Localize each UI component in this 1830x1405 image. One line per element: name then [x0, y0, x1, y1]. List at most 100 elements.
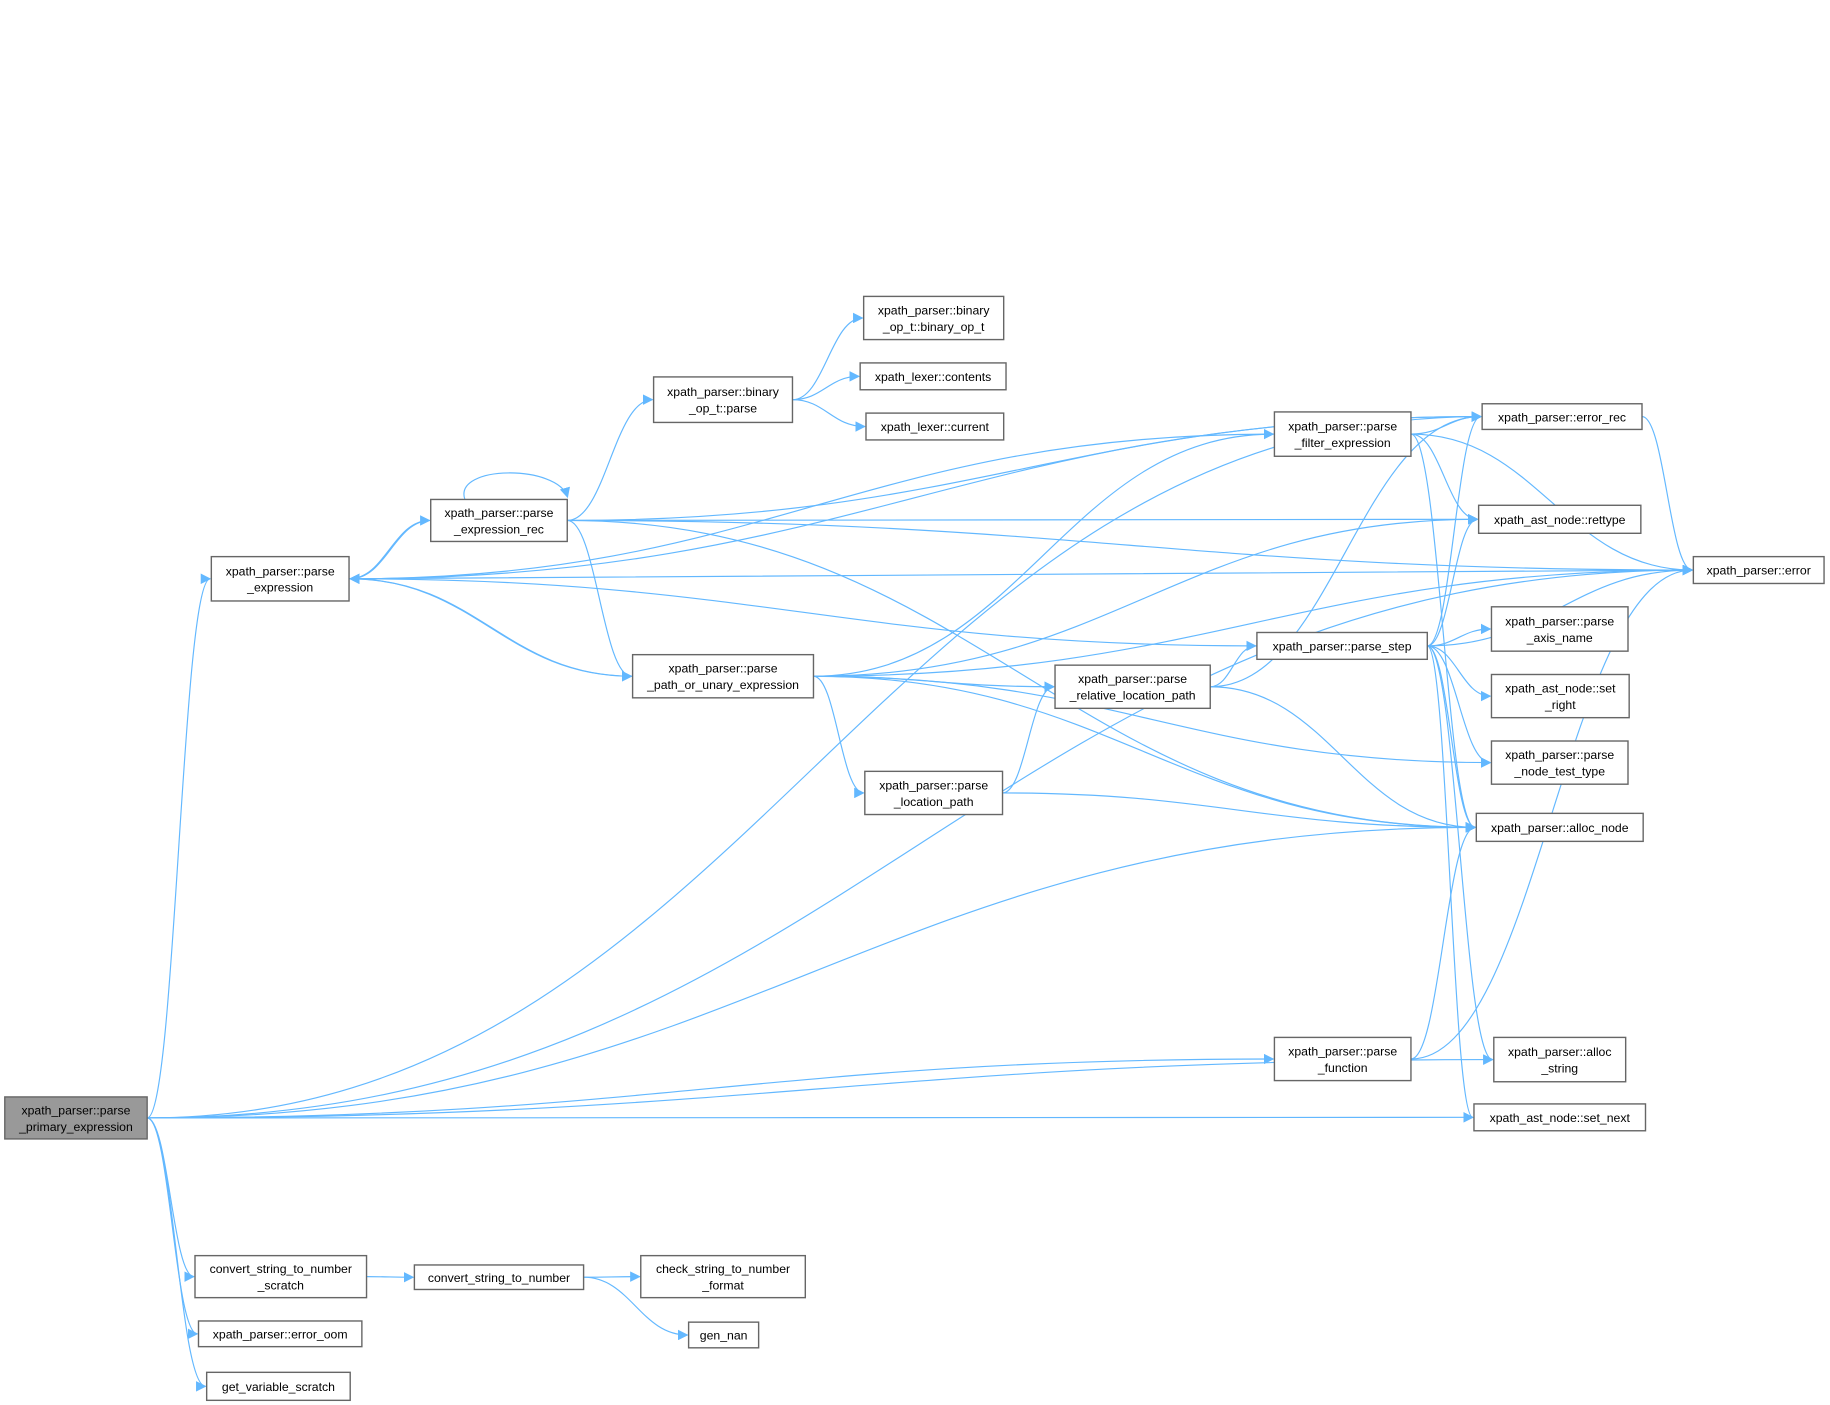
node-label: xpath_parser::alloc_node [1491, 821, 1629, 835]
edge-location_path-to-relative_location_path [1002, 681, 1055, 794]
node-check-format[interactable]: check_string_to_number_format [640, 1254, 807, 1299]
node-box [652, 376, 794, 424]
node-parse-step[interactable]: xpath_parser::parse_step [1256, 631, 1428, 661]
node-box [865, 412, 1005, 441]
edge-relative_location_path-to-parse_step [1210, 640, 1257, 688]
edge-path_or_unary-to-rettype [813, 514, 1479, 677]
node-box [687, 1321, 760, 1349]
edge-parse_expression_rec-to-parse_expression [349, 519, 431, 585]
node-label: _right [1544, 698, 1576, 712]
node-label: xpath_parser::binary [878, 303, 991, 317]
node-label: _relative_location_path [1069, 689, 1196, 703]
edge-primary-to-error_oom [146, 1117, 199, 1339]
node-label: xpath_parser::parse [226, 564, 335, 578]
node-label: _node_test_type [1513, 764, 1605, 778]
node-label: _scratch [257, 1278, 304, 1292]
edge-convert-to-check_format [583, 1271, 641, 1282]
edge-parse_expression_rec-to-parse_expression_rec [463, 472, 570, 500]
edge-parse_step-to-set_next [1426, 645, 1474, 1123]
node-label: xpath_ast_node::rettype [1494, 513, 1626, 527]
edge-path_or_unary-to-filter_expression [813, 428, 1275, 677]
node-alloc-string[interactable]: xpath_parser::alloc_string [1493, 1036, 1627, 1083]
nodes-layer: xpath_parser::parse_primary_expressionxp… [4, 295, 1825, 1402]
node-rettype[interactable]: xpath_ast_node::rettype [1477, 504, 1642, 534]
node-convert-scratch[interactable]: convert_string_to_number_scratch [194, 1254, 368, 1299]
node-box [864, 770, 1004, 816]
node-label: xpath_ast_node::set [1505, 682, 1616, 696]
edge-primary-to-convert_scratch [146, 1117, 195, 1282]
node-error[interactable]: xpath_parser::error [1692, 555, 1825, 585]
node-get-variable-scratch[interactable]: get_variable_scratch [205, 1371, 351, 1402]
node-box [1481, 403, 1643, 431]
node-box [413, 1264, 585, 1291]
node-node-test-type[interactable]: xpath_parser::parse_node_test_type [1490, 740, 1629, 785]
node-parse-expression-rec[interactable]: xpath_parser::parse_expression_rec [430, 498, 568, 543]
node-parse-expression[interactable]: xpath_parser::parse_expression [210, 555, 350, 602]
node-label: _path_or_unary_expression [646, 678, 799, 692]
node-box [1490, 740, 1629, 785]
node-label: xpath_parser::error [1707, 564, 1811, 578]
node-axis-name[interactable]: xpath_parser::parse_axis_name [1490, 606, 1629, 652]
edge-parse_step-to-rettype [1427, 514, 1479, 647]
node-location-path[interactable]: xpath_parser::parse_location_path [864, 770, 1004, 816]
node-binary-op-parse[interactable]: xpath_parser::binary_op_t::parse [652, 376, 794, 424]
node-box [1493, 1036, 1627, 1083]
edge-parse_step-to-parse_expression [349, 573, 1257, 647]
node-box [631, 653, 815, 699]
node-label: xpath_parser::parse [1288, 1045, 1397, 1059]
node-path-or-unary[interactable]: xpath_parser::parse_path_or_unary_expres… [631, 653, 815, 699]
node-box [430, 498, 568, 543]
edge-relative_location_path-to-alloc_node [1210, 686, 1477, 833]
edge-parse_expression_rec-to-rettype [567, 514, 1479, 525]
edge-location_path-to-alloc_node [1002, 792, 1477, 833]
node-box [1273, 411, 1412, 457]
node-gen-nan[interactable]: gen_nan [687, 1321, 760, 1349]
node-parse-function[interactable]: xpath_parser::parse_function [1273, 1036, 1412, 1082]
edge-primary-to-parse_expression [146, 573, 212, 1119]
edge-primary-to-set_next [147, 1112, 1474, 1123]
edge-primary-to-alloc_string [147, 1054, 1494, 1119]
node-binary-op-t[interactable]: xpath_parser::binary_op_t::binary_op_t [862, 295, 1005, 341]
node-label: _op_t::parse [688, 402, 757, 416]
node-box [1692, 555, 1825, 585]
node-alloc-node[interactable]: xpath_parser::alloc_node [1475, 812, 1644, 843]
node-label: _format [701, 1278, 744, 1292]
edge-filter_expression-to-error [1410, 433, 1694, 576]
node-box [1273, 1036, 1412, 1082]
node-label: xpath_parser::alloc [1508, 1045, 1612, 1059]
node-set-right[interactable]: xpath_ast_node::set_right [1490, 673, 1630, 719]
edge-primary-to-error_rec [147, 411, 1483, 1119]
edge-path_or_unary-to-alloc_node [813, 675, 1477, 833]
edge-path_or_unary-to-location_path [813, 675, 865, 799]
node-label: _axis_name [1526, 631, 1593, 645]
edge-parse_expression_rec-to-path_or_unary [567, 519, 633, 682]
node-box [205, 1371, 351, 1402]
edge-parse_expression-to-path_or_unary [349, 578, 633, 682]
node-label: xpath_parser::parse [1505, 748, 1614, 762]
edge-parse_step-to-error_rec [1427, 411, 1483, 647]
edge-error_rec-to-error [1641, 416, 1694, 576]
node-box [1054, 664, 1211, 710]
node-contents[interactable]: xpath_lexer::contents [859, 362, 1007, 391]
node-label: _primary_expression [18, 1120, 133, 1134]
node-label: _string [1540, 1061, 1578, 1075]
edge-convert_scratch-to-convert [366, 1271, 415, 1283]
node-current[interactable]: xpath_lexer::current [865, 412, 1005, 441]
node-box [1473, 1103, 1647, 1132]
node-relative-location-path[interactable]: xpath_parser::parse_relative_location_pa… [1054, 664, 1211, 710]
node-set-next[interactable]: xpath_ast_node::set_next [1473, 1103, 1647, 1132]
node-primary[interactable]: xpath_parser::parse_primary_expression [4, 1096, 148, 1140]
node-box [1477, 504, 1642, 534]
edge-path_or_unary-to-error [813, 564, 1694, 677]
node-label: _expression_rec [453, 522, 544, 536]
node-label: _filter_expression [1294, 436, 1391, 450]
node-label: _op_t::binary_op_t [882, 320, 985, 334]
node-filter-expression[interactable]: xpath_parser::parse_filter_expression [1273, 411, 1412, 457]
node-box [1256, 631, 1428, 661]
node-error-oom[interactable]: xpath_parser::error_oom [197, 1320, 363, 1348]
node-error-rec[interactable]: xpath_parser::error_rec [1481, 403, 1643, 431]
edge-parse_function-to-alloc_node [1410, 822, 1477, 1060]
node-convert[interactable]: convert_string_to_number [413, 1264, 585, 1291]
node-label: _function [1317, 1061, 1368, 1075]
